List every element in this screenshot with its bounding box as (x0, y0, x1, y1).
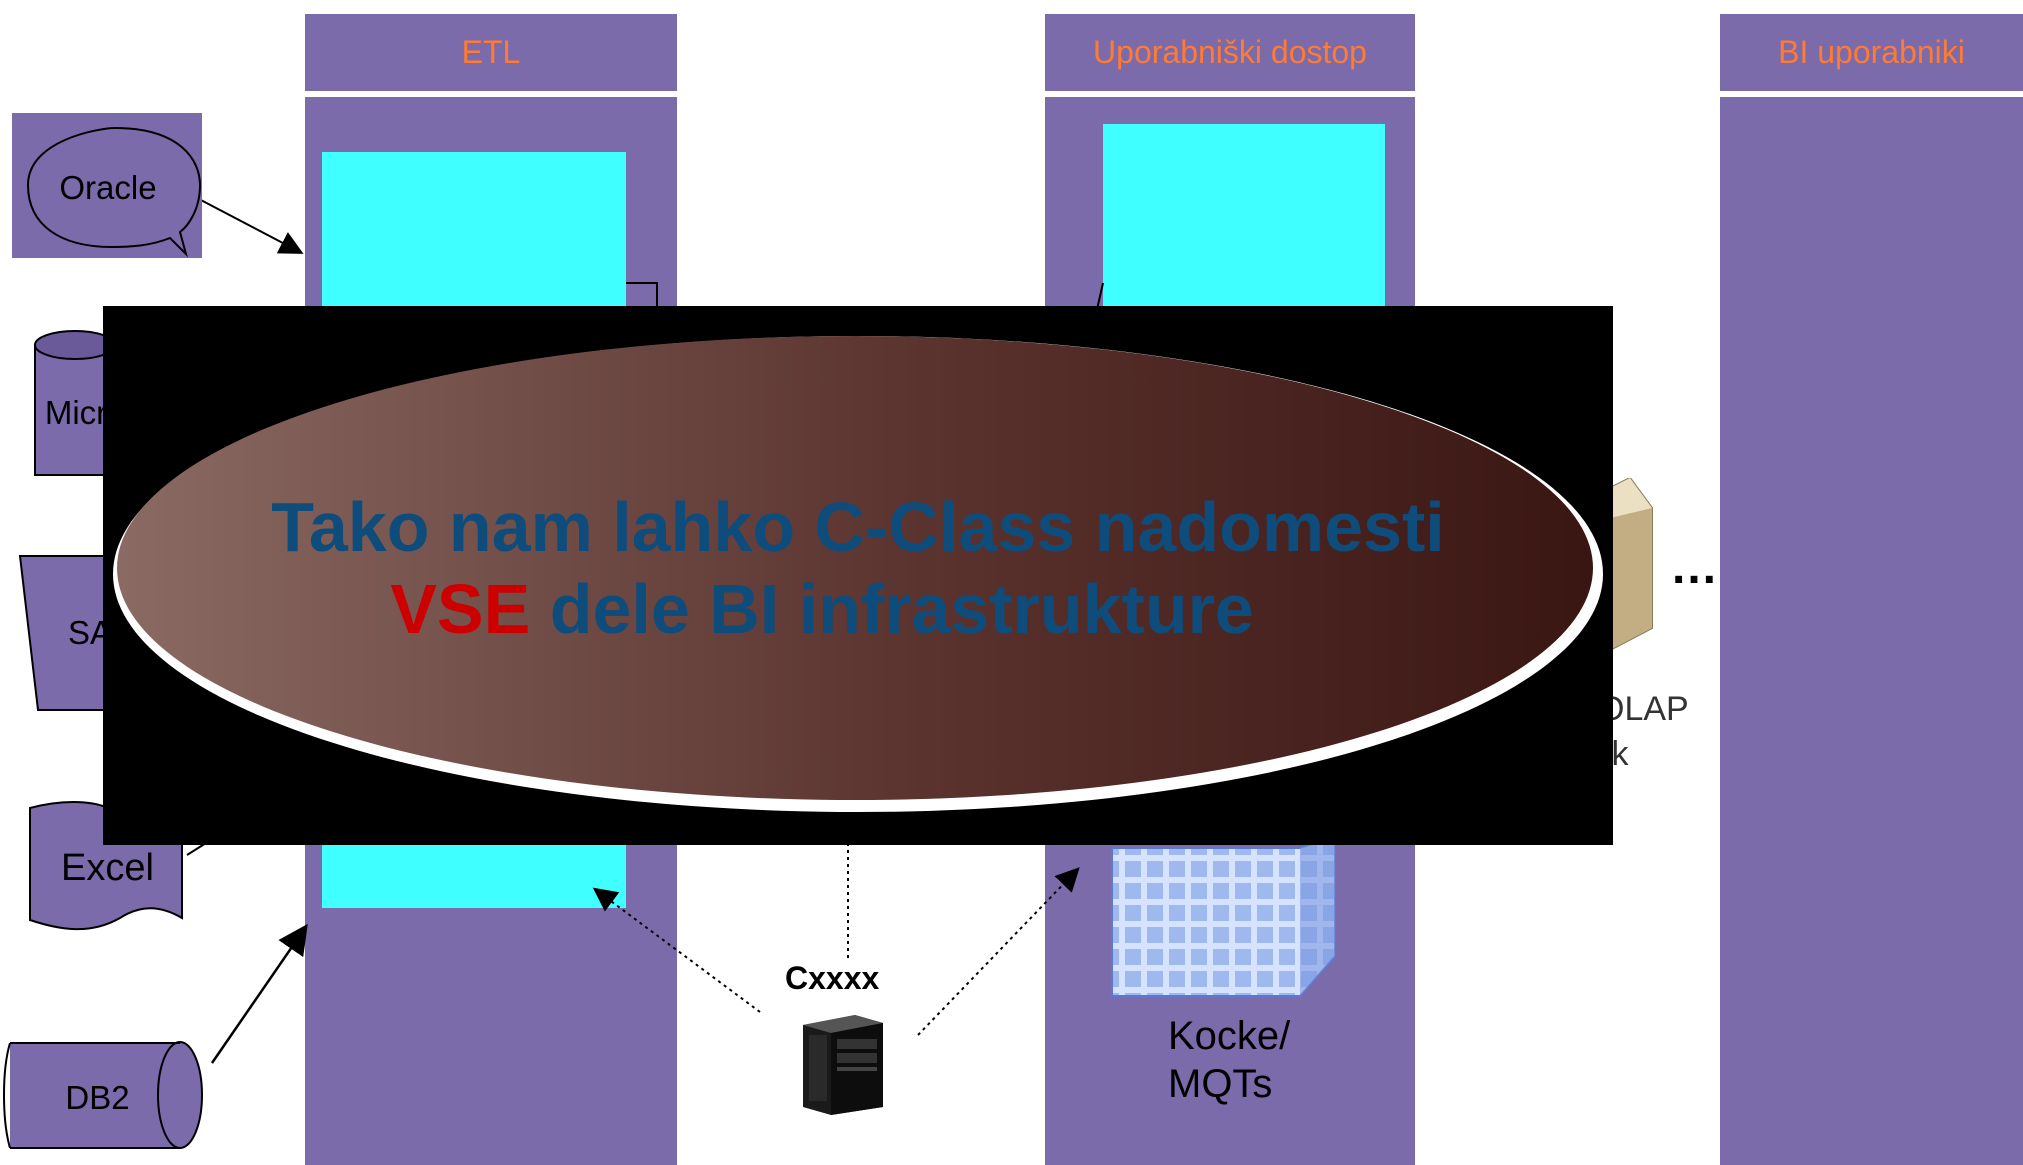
cubes-label-line1: Kocke/ (1168, 1014, 1291, 1058)
server-label: Cxxxx (785, 960, 880, 996)
oracle-label: Oracle (59, 169, 157, 206)
etl-top-box (322, 152, 626, 314)
bi-users-column-header: BI uporabniki (1720, 14, 2023, 91)
user-access-column-header: Uporabniški dostop (1045, 14, 1415, 91)
user-access-top-box (1103, 124, 1385, 314)
db2-arrow (210, 923, 308, 1064)
overlay-line1: Tako nam lahko C-Class nadomesti (271, 488, 1445, 566)
server-to-etl-arrow (592, 887, 761, 1013)
server-tower-icon (803, 1015, 883, 1115)
microsoft-shape (34, 344, 116, 476)
olap-label-line1: OLAP (1598, 690, 1689, 728)
overlay-highlight: VSE (390, 570, 531, 648)
etl-column-header: ETL (305, 14, 677, 91)
server-to-cubes-arrow (917, 867, 1080, 1036)
cubes-label-line2: MQTs (1168, 1062, 1273, 1106)
overlay-ellipse (113, 336, 1603, 812)
bi-users-column-title: BI uporabniki (1778, 34, 1965, 70)
bi-users-column-body (1720, 97, 2023, 1165)
overlay-line2: VSE dele BI infrastrukture (31, 568, 1613, 650)
oracle-arrow (196, 197, 304, 254)
overlay-line2-rest: dele BI infrastrukture (530, 570, 1254, 648)
db2-shape (10, 1043, 180, 1148)
etl-bottom-box (322, 838, 626, 908)
db2-label: DB2 (65, 1079, 130, 1116)
excel-label: Excel (61, 846, 154, 889)
user-access-column-title: Uporabniški dostop (1093, 34, 1367, 70)
etl-box-connector (626, 282, 658, 314)
overlay-message: Tako nam lahko C-Class nadomesti VSE del… (103, 486, 1613, 650)
cubes-grid-icon (1111, 836, 1336, 997)
olap-ellipsis: ... (1672, 541, 1719, 594)
source-shapes (3, 113, 203, 1149)
etl-column-title: ETL (461, 34, 521, 70)
microsoft-label: Micr (44, 394, 108, 431)
